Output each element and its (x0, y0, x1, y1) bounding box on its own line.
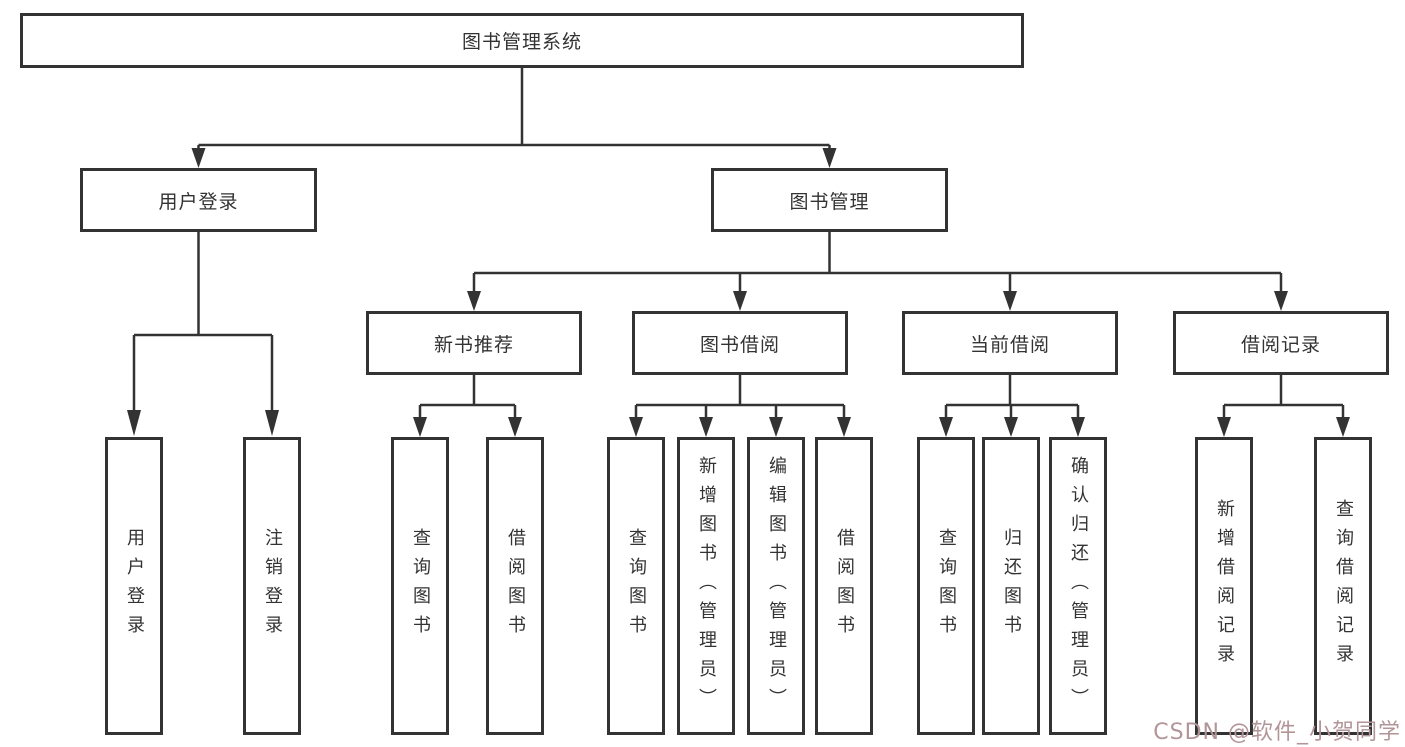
node-current-confirm-return-admin: 确认归还（管理员） (1049, 437, 1107, 735)
node-borrow-records: 借阅记录 (1173, 311, 1389, 375)
node-borrow-add-books-admin-label: 新增图书（管理员） (696, 455, 717, 717)
watermark-text: CSDN @软件_小贺同学 (1153, 720, 1401, 745)
node-borrow-edit-books-admin: 编辑图书（管理员） (747, 437, 805, 735)
node-records-query-borrow-record: 查询借阅记录 (1314, 437, 1372, 735)
node-current-borrow: 当前借阅 (902, 311, 1118, 375)
node-logout-login: 注销登录 (243, 437, 301, 735)
node-library-management-system-label: 图书管理系统 (461, 31, 582, 53)
node-recommend-borrow-books-label: 借阅图书 (505, 528, 526, 644)
node-book-borrow-label: 图书借阅 (699, 333, 780, 356)
node-user-login-branch-label: 用户登录 (158, 190, 239, 213)
node-book-management: 图书管理 (711, 168, 948, 232)
node-borrow-records-label: 借阅记录 (1240, 333, 1321, 356)
node-borrow-borrow-books: 借阅图书 (815, 437, 873, 735)
node-borrow-edit-books-admin-label: 编辑图书（管理员） (766, 455, 787, 717)
node-logout-login-label: 注销登录 (262, 528, 283, 644)
node-user-login-branch: 用户登录 (80, 168, 317, 232)
node-records-query-borrow-record-label: 查询借阅记录 (1333, 499, 1354, 673)
node-current-confirm-return-admin-label: 确认归还（管理员） (1068, 455, 1089, 717)
node-book-borrow: 图书借阅 (632, 311, 848, 375)
node-current-query-books-label: 查询图书 (936, 528, 957, 644)
node-current-borrow-label: 当前借阅 (969, 333, 1050, 356)
node-borrow-query-books-label: 查询图书 (626, 528, 647, 644)
node-current-query-books: 查询图书 (917, 437, 975, 735)
node-library-management-system: 图书管理系统 (20, 13, 1024, 68)
node-current-return-books-label: 归还图书 (1001, 528, 1022, 644)
node-records-add-borrow-record-label: 新增借阅记录 (1214, 499, 1235, 673)
node-new-book-recommend-label: 新书推荐 (433, 333, 514, 356)
node-borrow-add-books-admin: 新增图书（管理员） (677, 437, 735, 735)
node-recommend-query-books: 查询图书 (391, 437, 449, 735)
node-user-login: 用户登录 (105, 437, 163, 735)
node-user-login-label: 用户登录 (124, 528, 145, 644)
node-borrow-query-books: 查询图书 (607, 437, 665, 735)
node-recommend-borrow-books: 借阅图书 (486, 437, 544, 735)
node-new-book-recommend: 新书推荐 (366, 311, 582, 375)
node-borrow-borrow-books-label: 借阅图书 (834, 528, 855, 644)
node-current-return-books: 归还图书 (982, 437, 1040, 735)
node-book-management-label: 图书管理 (789, 190, 870, 213)
node-records-add-borrow-record: 新增借阅记录 (1195, 437, 1253, 735)
node-recommend-query-books-label: 查询图书 (410, 528, 431, 644)
